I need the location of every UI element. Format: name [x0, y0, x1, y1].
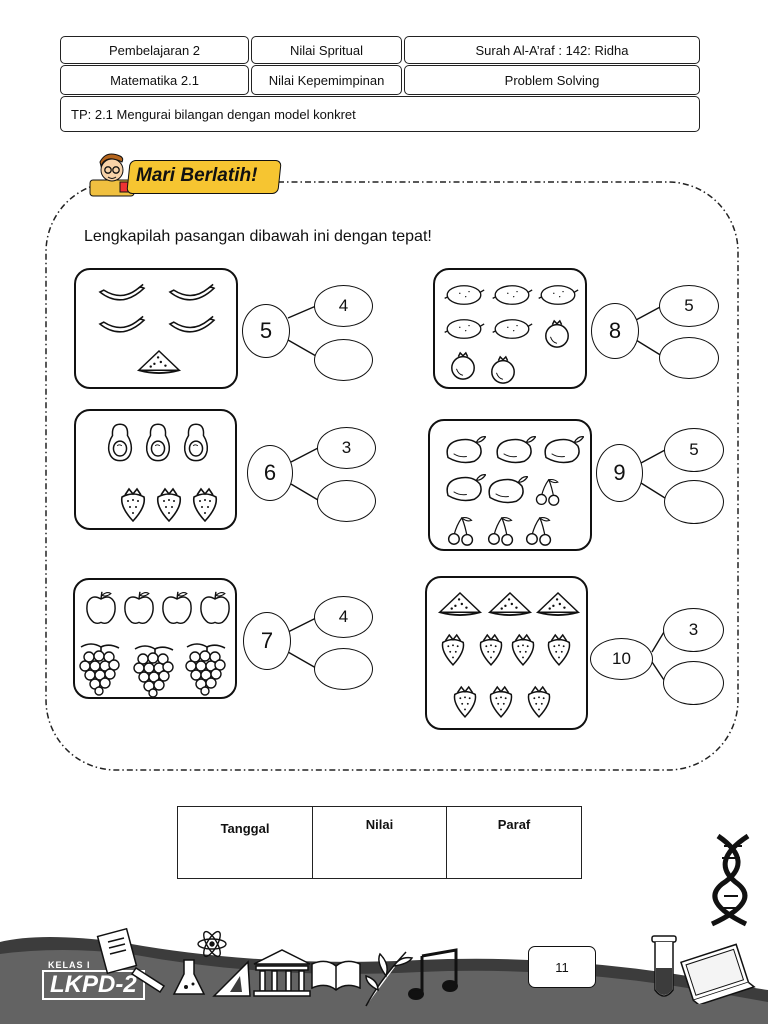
known-part-4: 5: [664, 428, 724, 472]
connector-lines-2: [635, 305, 663, 357]
connector-lines-1: [287, 305, 317, 357]
header-spiritual-value: Nilai Spritual: [251, 36, 402, 64]
book-icon: [96, 927, 138, 975]
total-number-5: 7: [243, 612, 291, 670]
museum-icon: [253, 949, 311, 997]
dashed-frame: [45, 181, 739, 771]
known-part-1: 4: [314, 285, 373, 327]
fruit-panel-4: [428, 419, 592, 551]
answer-blank-1[interactable]: [314, 339, 373, 381]
music-note-icon: [408, 948, 458, 1000]
connector-lines-5: [287, 617, 317, 669]
instruction-text: Lengkapilah pasangan dibawah ini dengan …: [84, 228, 432, 245]
teacher-mascot-icon: [89, 153, 135, 197]
total-number-3: 6: [247, 445, 293, 501]
known-part-5: 4: [314, 596, 373, 638]
answer-blank-2[interactable]: [659, 337, 719, 379]
dna-icon: [710, 833, 750, 927]
mari-berlatih-banner: Mari Berlatih!: [86, 152, 282, 198]
test-tube-icon: [651, 935, 677, 997]
fruit-panel-2: [433, 268, 587, 389]
known-part-6: 3: [663, 608, 724, 652]
known-part-3: 3: [317, 427, 376, 469]
fruit-panel-3: [74, 409, 237, 530]
fruit-panel-5: [73, 578, 237, 699]
banner-title: Mari Berlatih!: [136, 165, 258, 186]
flask-icon: [172, 959, 206, 995]
book-label: LKPD-2: [42, 970, 145, 1000]
answer-blank-6[interactable]: [663, 661, 724, 705]
atom-icon: [197, 930, 227, 958]
pencil-icon: [130, 966, 166, 994]
answer-blank-4[interactable]: [664, 480, 724, 524]
date-cell[interactable]: Tanggal: [177, 806, 313, 879]
header-subject: Matematika 2.1: [60, 65, 249, 95]
connector-lines-3: [290, 447, 319, 501]
total-number-4: 9: [596, 444, 643, 502]
known-part-2: 5: [659, 285, 719, 327]
initial-cell[interactable]: Paraf: [446, 806, 582, 879]
header-leadership-value: Nilai Kepemimpinan: [251, 65, 402, 95]
connector-lines-6: [651, 631, 665, 681]
total-number-6: 10: [590, 638, 653, 680]
header-learning-objective: TP: 2.1 Mengurai bilangan dengan model k…: [60, 96, 700, 132]
fruit-panel-1: [74, 268, 238, 389]
ruler-icon: [212, 960, 251, 997]
answer-blank-3[interactable]: [317, 480, 376, 522]
answer-blank-5[interactable]: [314, 648, 373, 690]
header-skill: Problem Solving: [404, 65, 700, 95]
total-number-2: 8: [591, 303, 639, 359]
fruit-panel-6: [425, 576, 588, 730]
class-label: KELAS I: [48, 960, 91, 970]
score-cell[interactable]: Nilai: [312, 806, 447, 879]
plant-icon: [365, 951, 414, 1007]
header-lesson: Pembelajaran 2: [60, 36, 249, 64]
open-book-icon: [311, 960, 361, 991]
page-number: 11: [528, 946, 596, 988]
book-icon: [680, 943, 756, 1004]
connector-lines-4: [640, 449, 666, 499]
header-surah: Surah Al-A’raf : 142: Ridha: [404, 36, 700, 64]
footer-icons: [96, 927, 458, 1007]
total-number-1: 5: [242, 304, 290, 358]
